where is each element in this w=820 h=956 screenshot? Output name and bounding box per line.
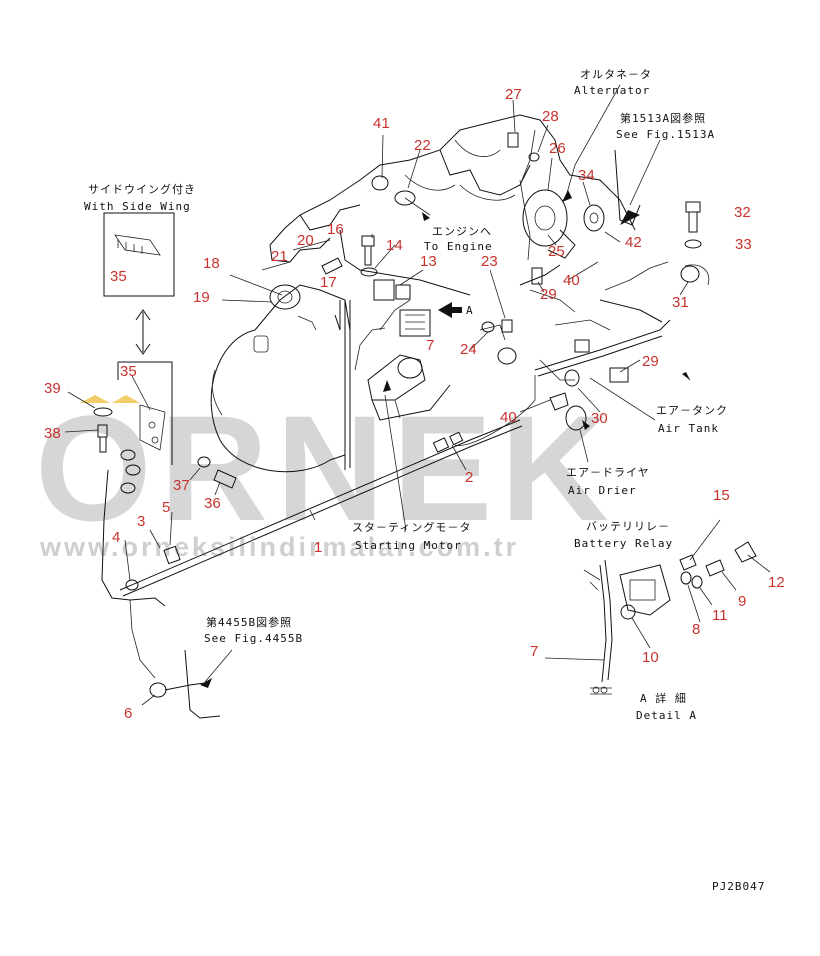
part-number-20: 20 — [297, 232, 314, 249]
to-engine-label-jp: エンジンへ — [432, 225, 492, 238]
see4455-label-jp: 第4455B図参照 — [206, 615, 292, 629]
starting-motor — [367, 354, 451, 421]
part-number-5: 5 — [162, 499, 170, 516]
part-number-19: 19 — [193, 289, 210, 306]
air-tank-label-en: Air Tank — [658, 422, 719, 435]
part-number-31: 31 — [672, 294, 689, 311]
part-number-39: 39 — [44, 380, 61, 397]
drawing-code: PJ2B047 — [712, 880, 765, 893]
arrows — [200, 190, 690, 688]
part-number-24: 24 — [460, 341, 477, 358]
harness-lines — [101, 129, 710, 683]
watermark: ORNEK www.orneksilindirmalar.com.tr — [35, 384, 617, 562]
part-number-9: 9 — [738, 593, 746, 610]
starting-motor-label-en: Starting Motor — [355, 539, 462, 552]
part-number-28: 28 — [542, 108, 559, 125]
part-number-34: 34 — [578, 167, 595, 184]
part-number-23: 23 — [481, 253, 498, 270]
leader-lines — [64, 84, 771, 706]
part-number-35-bottom: 35 — [120, 363, 137, 380]
part-number-35-top: 35 — [110, 268, 127, 285]
detail-a-arrow-label: A — [466, 304, 474, 317]
part-number-10: 10 — [642, 649, 659, 666]
part-number-36: 36 — [204, 495, 221, 512]
engine-block — [269, 114, 636, 296]
part-number-4: 4 — [112, 529, 120, 546]
part-number-22: 22 — [414, 137, 431, 154]
part-number-33: 33 — [735, 236, 752, 253]
starting-motor-label-jp: スタ－ティングモ－タ — [352, 520, 471, 534]
watermark-brand: ORNEK — [35, 384, 617, 552]
air-drier-label-en: Air Drier — [568, 484, 637, 497]
part-number-21: 21 — [271, 248, 288, 265]
part-number-2: 2 — [465, 469, 473, 486]
annotations: オルタネ－タ Alternator 第1513A図参照 See Fig.1513… — [84, 68, 765, 893]
part-number-11: 11 — [712, 607, 728, 624]
part-number-7-connector: 7 — [426, 337, 434, 354]
side-wing-label-en: With Side Wing — [84, 200, 191, 213]
battery-relay-label-en: Battery Relay — [574, 537, 673, 550]
air-tank-label-jp: エア－タンク — [656, 404, 728, 417]
part-number-7-detail: 7 — [530, 643, 538, 660]
part-number-38: 38 — [44, 425, 61, 442]
part-number-27: 27 — [505, 86, 522, 103]
alternator-label-jp: オルタネ－タ — [580, 68, 652, 81]
part-number-17: 17 — [320, 274, 337, 291]
part-number-13: 13 — [420, 253, 437, 270]
part-numbers: 1 2 3 4 5 6 7 7 8 9 10 11 12 13 14 15 16… — [44, 86, 785, 722]
detail-a-label-jp: A 詳 細 — [640, 691, 687, 705]
alternator-label-en: Alternator — [574, 84, 650, 97]
detail-a-label-en: Detail A — [636, 709, 697, 722]
part-number-29-upper: 29 — [540, 286, 557, 303]
part-number-42: 42 — [625, 234, 642, 251]
part-number-40-left: 40 — [500, 409, 517, 426]
part-number-26: 26 — [549, 140, 566, 157]
part-number-30: 30 — [591, 410, 608, 427]
to-engine-label-en: To Engine — [424, 240, 493, 253]
watermark-site: www.orneksilindirmalar.com.tr — [39, 532, 519, 562]
see1513-label-jp: 第1513A図参照 — [620, 111, 706, 125]
part-number-6: 6 — [124, 705, 132, 722]
part-number-15: 15 — [713, 487, 730, 504]
see4455-label-en: See Fig.4455B — [204, 632, 303, 645]
part-number-32: 32 — [734, 204, 751, 221]
part-number-1: 1 — [314, 539, 322, 556]
side-wing-box — [103, 212, 175, 297]
part-number-40-right: 40 — [563, 272, 580, 289]
air-drier-label-jp: エア－ドライヤ — [566, 466, 650, 479]
part-number-37: 37 — [173, 477, 190, 494]
components — [80, 132, 757, 719]
part-number-3: 3 — [137, 513, 145, 530]
part-number-12: 12 — [768, 574, 785, 591]
part-number-41: 41 — [373, 115, 390, 132]
see1513-label-en: See Fig.1513A — [616, 128, 715, 141]
part-number-29-lower: 29 — [642, 353, 659, 370]
part-number-18: 18 — [203, 255, 220, 272]
part-number-16: 16 — [327, 221, 344, 238]
part-number-25: 25 — [548, 243, 565, 260]
detail-a-arrow-icon — [438, 302, 462, 318]
part-number-14: 14 — [386, 237, 403, 254]
side-wing-label-jp: サイドウイング付き — [88, 182, 196, 196]
part-number-8: 8 — [692, 621, 700, 638]
flywheel-housing — [210, 284, 351, 473]
battery-relay-label-jp: バッテリリレ－ — [586, 520, 670, 533]
alternator — [522, 189, 605, 259]
